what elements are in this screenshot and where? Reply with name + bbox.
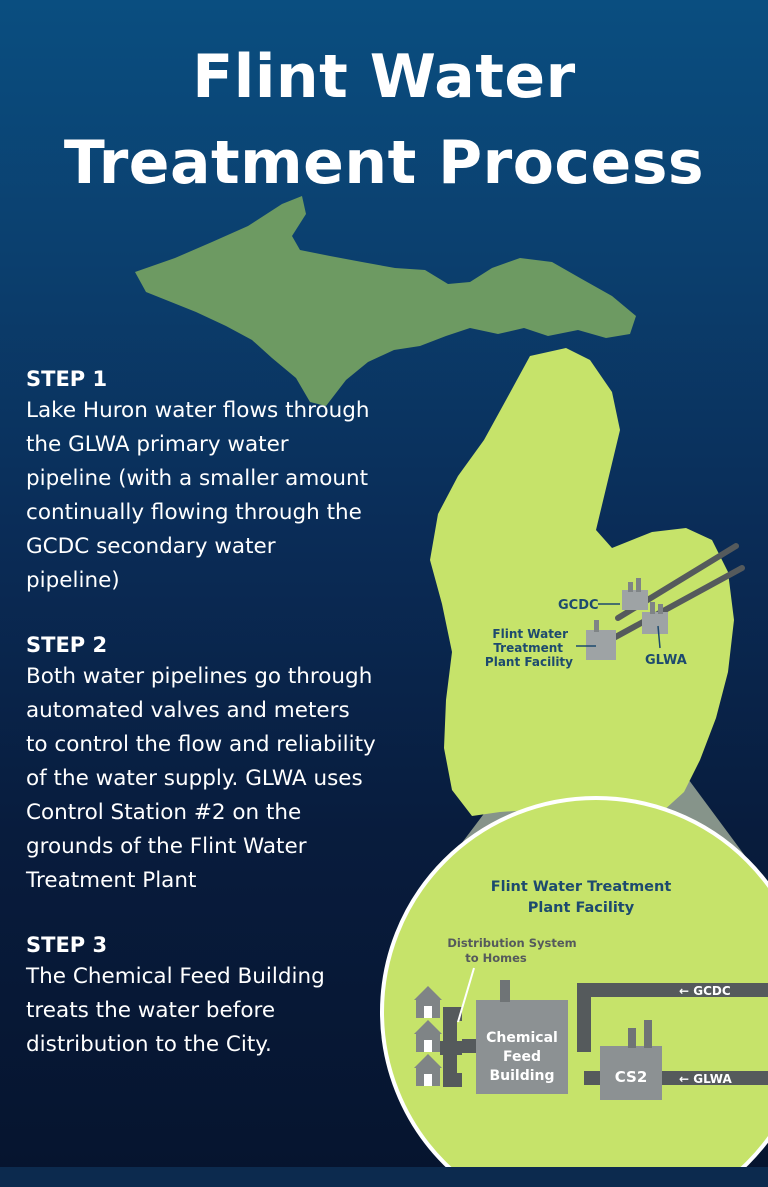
step-2-label: STEP 2: [26, 633, 108, 657]
detail-chemical-1: Chemical: [486, 1030, 558, 1046]
map-facility-label-1: Flint Water: [492, 627, 568, 641]
lower-peninsula-shape: [430, 348, 734, 816]
detail-title-2: Plant Facility: [528, 900, 635, 916]
title-line-1: Flint Water: [192, 42, 576, 112]
step-3: STEP 3 The Chemical Feed Building treats…: [26, 930, 376, 1062]
map-facility-label-2: Treatment: [493, 641, 563, 655]
detail-distribution-1: Distribution System: [447, 936, 576, 950]
map-gcdc-label: GCDC: [558, 598, 599, 613]
map-glwa-label: GLWA: [645, 653, 687, 668]
detail-cs2-building: [600, 1020, 662, 1100]
page-title: Flint Water Treatment Process: [0, 34, 768, 206]
map-gcdc-building: [622, 578, 648, 610]
steps-list: STEP 1 Lake Huron water flows through th…: [26, 364, 376, 1094]
map-glwa-building: [642, 602, 668, 634]
detail-title-1: Flint Water Treatment: [491, 879, 672, 895]
distribution-leader: [457, 967, 475, 1023]
detail-chemical-2: Feed: [503, 1049, 541, 1065]
detail-glwa-arrow: ← GLWA: [679, 1072, 732, 1086]
step-1: STEP 1 Lake Huron water flows through th…: [26, 364, 376, 598]
step-1-label: STEP 1: [26, 367, 108, 391]
map-facility-label-3: Plant Facility: [485, 655, 573, 669]
detail-chemical-3: Building: [489, 1068, 554, 1084]
step-3-text: The Chemical Feed Building treats the wa…: [26, 964, 325, 1057]
title-line-2: Treatment Process: [63, 128, 705, 198]
map-facility-building: [586, 620, 616, 660]
detail-pipes: [440, 983, 768, 1087]
detail-gcdc-arrow: ← GCDC: [679, 984, 731, 998]
detail-chemical-building: [476, 980, 568, 1094]
step-3-label: STEP 3: [26, 933, 108, 957]
upper-peninsula-shape: [135, 196, 636, 406]
step-2-text: Both water pipelines go through automate…: [26, 664, 376, 893]
step-1-text: Lake Huron water flows through the GLWA …: [26, 398, 370, 593]
map-leaders: [576, 603, 661, 649]
detail-distribution-2: to Homes: [465, 951, 527, 965]
detail-cs2-label: CS2: [615, 1068, 648, 1086]
step-2: STEP 2 Both water pipelines go through a…: [26, 630, 376, 898]
detail-houses: [414, 986, 442, 1086]
bottom-bar: [0, 1167, 768, 1187]
